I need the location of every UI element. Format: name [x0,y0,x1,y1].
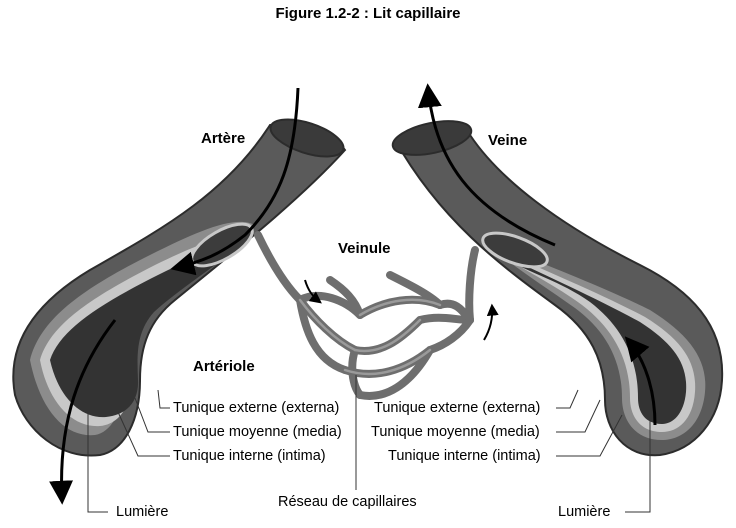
venule-flow-arrow [483,303,499,341]
right-tunique-externe-label: Tunique externe (externa) [374,400,541,416]
artery-top-opening [269,118,345,158]
artery-vessel [12,118,347,457]
right-tunique-interne-label: Tunique interne (intima) [388,448,541,464]
vein-entry-arrow [624,336,657,426]
capillary-highlights [298,298,442,376]
capillary-network [254,231,479,400]
lumiere-left-label: Lumière [116,504,169,520]
vein-exit-arrow [417,83,556,247]
arteriole-label: Artériole [193,358,255,375]
left-tunique-externe-label: Tunique externe (externa) [173,400,340,416]
vein-cut-opening [481,231,549,269]
artery-lumen [50,248,235,418]
artere-label: Artère [201,130,246,147]
artery-flow-arrow [170,87,300,276]
reseau-capillaires-label: Réseau de capillaires [278,494,417,510]
left-tunique-interne-label: Tunique interne (intima) [173,448,326,464]
lumiere-right-label: Lumière [558,504,611,520]
vein-top-opening [391,120,473,156]
veinule-label: Veinule [338,240,391,257]
leader-lines [87,375,651,513]
venule-vessel [465,246,479,324]
arteriole-vessel [254,231,304,304]
veine-label: Veine [488,132,528,149]
right-tunique-moyenne-label: Tunique moyenne (media) [371,424,540,440]
artery-exit-arrow [49,319,117,505]
vein-lumen [498,253,687,424]
left-tunique-moyenne-label: Tunique moyenne (media) [173,424,342,440]
figure-title: Figure 1.2-2 : Lit capillaire [275,5,461,22]
arteriole-flow-arrow [304,279,322,304]
